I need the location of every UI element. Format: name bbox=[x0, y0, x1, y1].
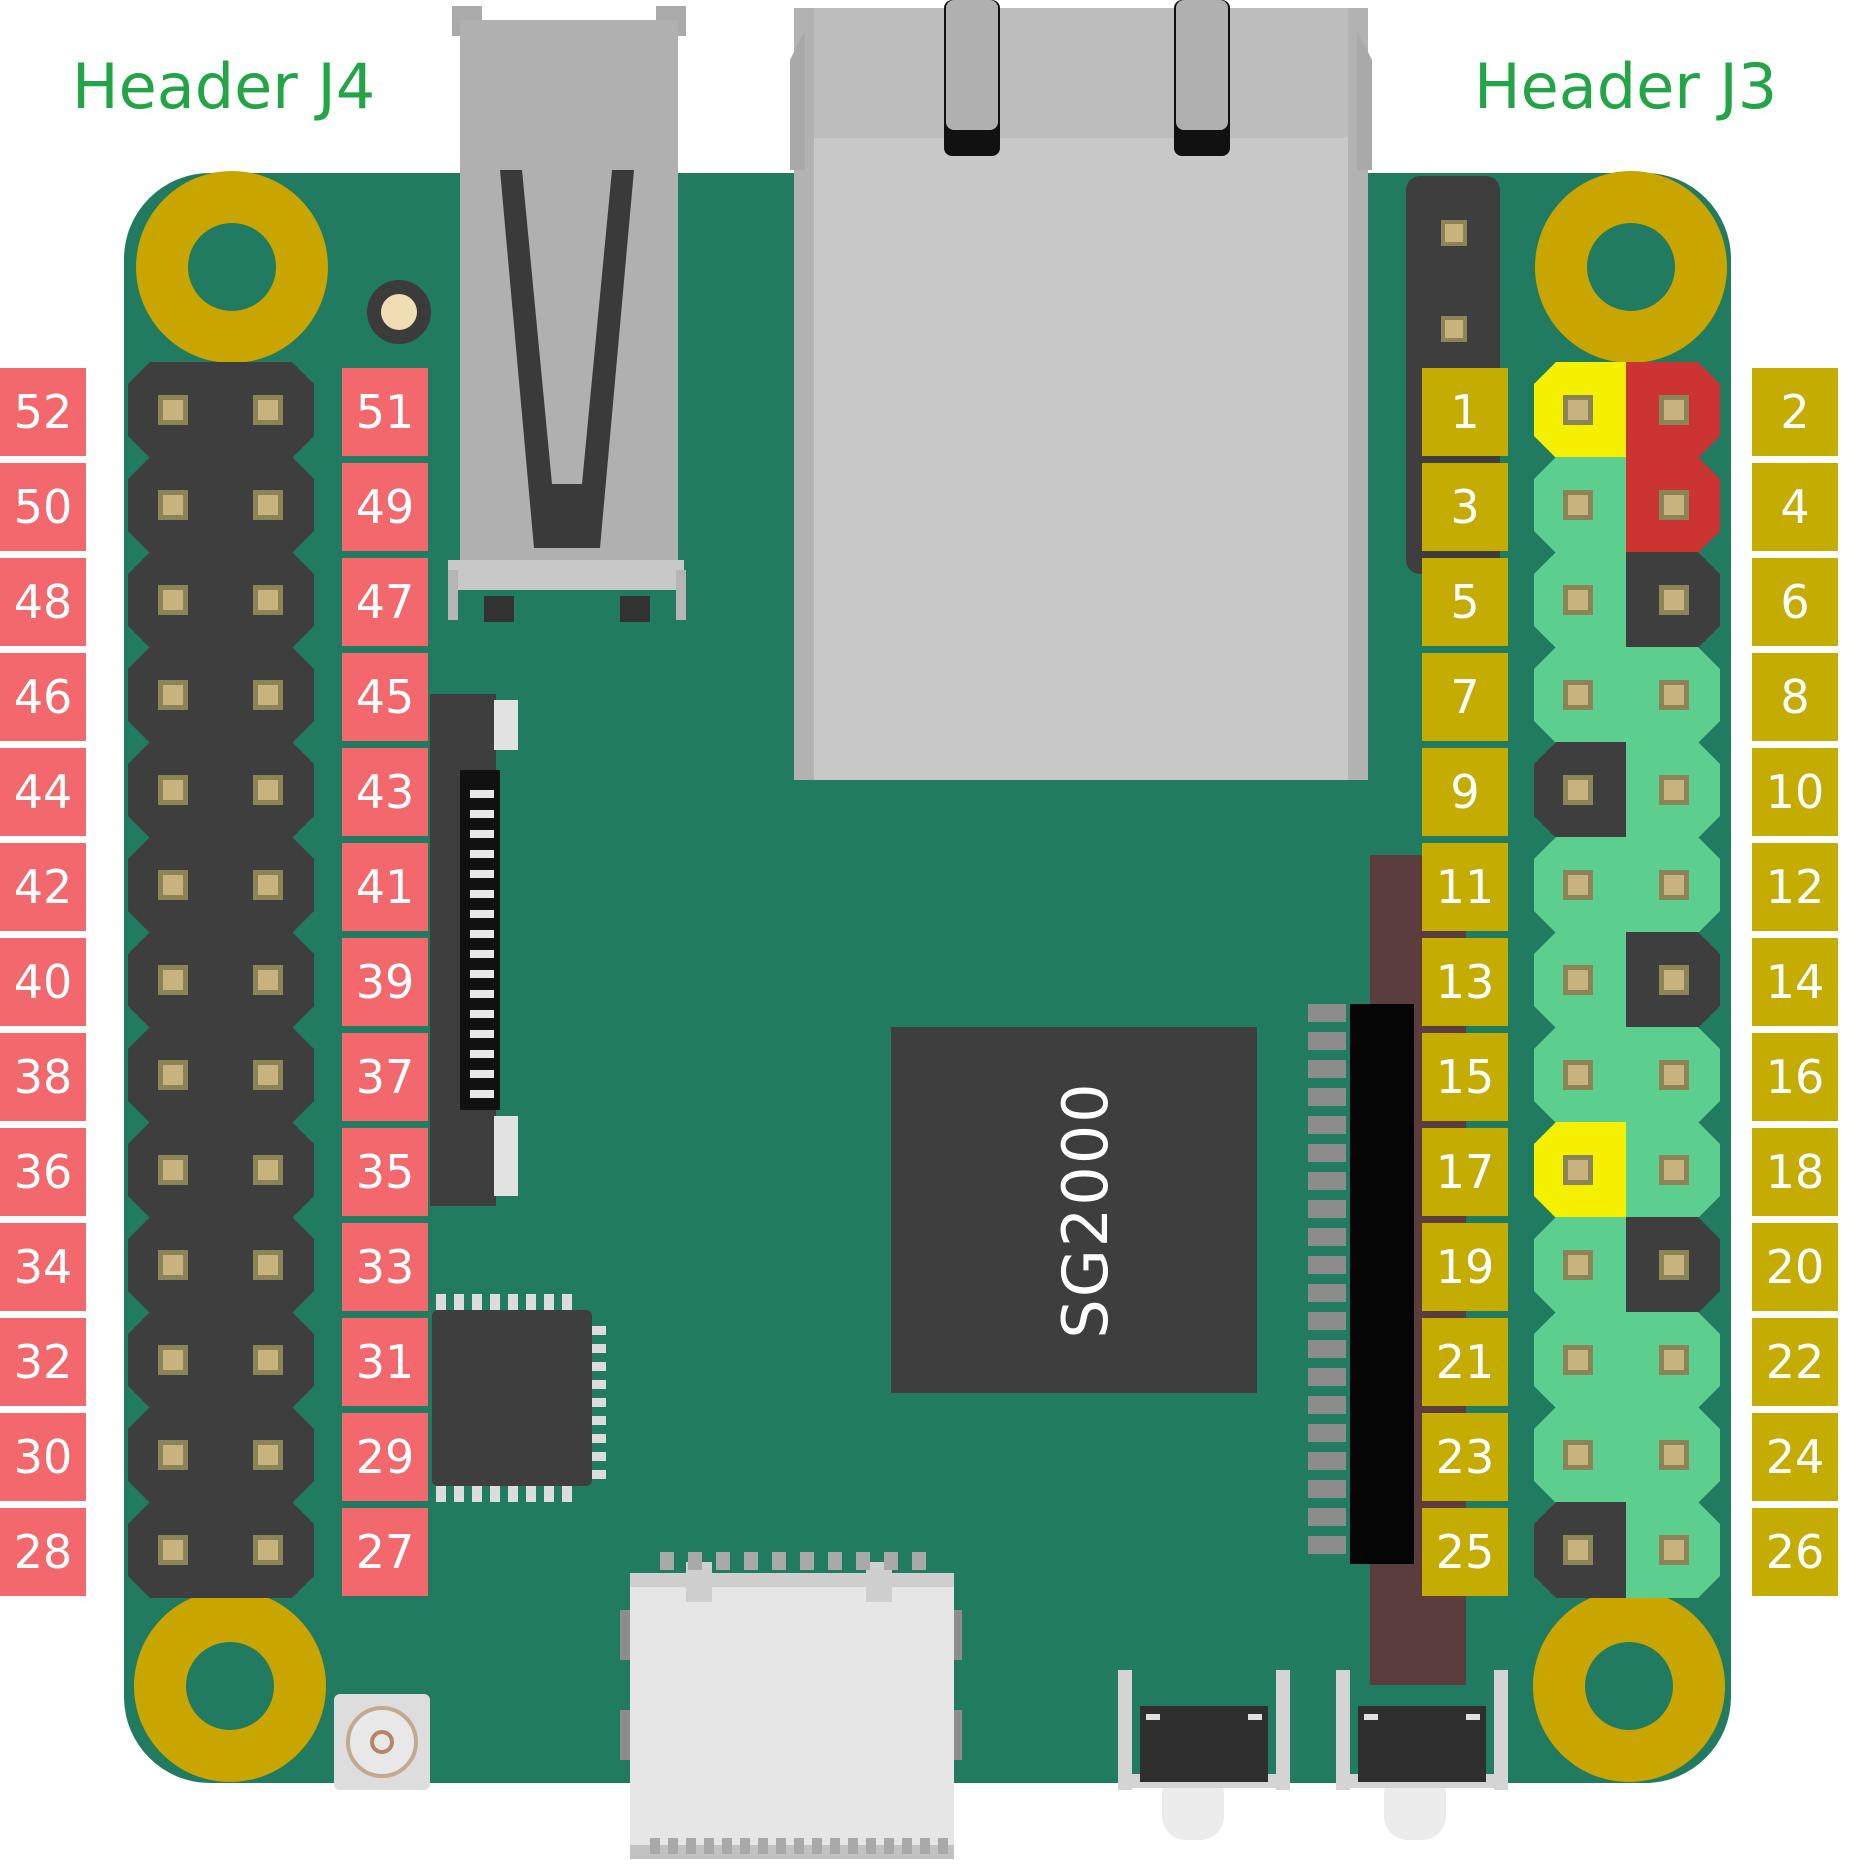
status-led bbox=[367, 280, 431, 344]
j4-pin-label-even: 48 bbox=[0, 558, 86, 646]
j3-pin-label-even: 8 bbox=[1752, 653, 1838, 741]
mounting-hole-bottom-left bbox=[134, 1590, 326, 1782]
j4-row-body bbox=[128, 647, 314, 743]
qfn-chip bbox=[432, 1294, 606, 1502]
mounting-hole-top-right bbox=[1535, 171, 1727, 363]
j4-row-body bbox=[128, 1502, 314, 1598]
j3-pin-label-odd: 21 bbox=[1422, 1318, 1508, 1406]
j4-pin-label-odd: 45 bbox=[342, 653, 428, 741]
j3-pin-label-even: 18 bbox=[1752, 1128, 1838, 1216]
j3-pin-label-even: 26 bbox=[1752, 1508, 1838, 1596]
j4-row-body bbox=[128, 362, 314, 458]
j4-pin-label-odd: 27 bbox=[342, 1508, 428, 1596]
j3-pin-label-even: 14 bbox=[1752, 938, 1838, 1026]
j3-pin-label-odd: 23 bbox=[1422, 1413, 1508, 1501]
usb-a-jack bbox=[448, 6, 686, 622]
j4-row-body bbox=[128, 1217, 314, 1313]
j3-pin-label-odd: 7 bbox=[1422, 653, 1508, 741]
j3-row-body bbox=[1534, 1312, 1720, 1408]
j3-pin-label-odd: 1 bbox=[1422, 368, 1508, 456]
j4-row-body bbox=[128, 457, 314, 553]
mounting-hole-top-left bbox=[136, 171, 328, 363]
j3-pin-label-odd: 19 bbox=[1422, 1223, 1508, 1311]
j3-pin-label-even: 24 bbox=[1752, 1413, 1838, 1501]
header-j3 bbox=[1534, 362, 1720, 1598]
usb-c-jack bbox=[620, 1552, 962, 1859]
j3-pin-label-even: 10 bbox=[1752, 748, 1838, 836]
j4-pin-label-odd: 49 bbox=[342, 463, 428, 551]
j4-pin-label-even: 30 bbox=[0, 1413, 86, 1501]
j3-row-body bbox=[1534, 837, 1720, 933]
j3-pin-label-even: 20 bbox=[1752, 1223, 1838, 1311]
mounting-hole-bottom-right bbox=[1533, 1590, 1725, 1782]
j4-pin-label-even: 36 bbox=[0, 1128, 86, 1216]
j3-pin-label-odd: 9 bbox=[1422, 748, 1508, 836]
j4-pin-label-even: 28 bbox=[0, 1508, 86, 1596]
j3-pin-label-even: 2 bbox=[1752, 368, 1838, 456]
slot-connector bbox=[1308, 855, 1466, 1685]
j4-pin-label-odd: 29 bbox=[342, 1413, 428, 1501]
j4-row-body bbox=[128, 1027, 314, 1123]
soc-label: SG2000 bbox=[1049, 1081, 1122, 1338]
header-j3-title: Header J3 bbox=[1474, 50, 1778, 123]
j3-pin-label-odd: 13 bbox=[1422, 938, 1508, 1026]
j3-row-body bbox=[1534, 647, 1720, 743]
j4-pin-label-even: 44 bbox=[0, 748, 86, 836]
antenna-connector bbox=[334, 1694, 430, 1790]
j4-pin-label-even: 50 bbox=[0, 463, 86, 551]
j4-pin-label-even: 34 bbox=[0, 1223, 86, 1311]
j4-row-body bbox=[128, 837, 314, 933]
j4-row-body bbox=[128, 742, 314, 838]
j3-row-body bbox=[1534, 1407, 1720, 1503]
j4-pin-label-even: 42 bbox=[0, 843, 86, 931]
ethernet-jack bbox=[790, 0, 1372, 780]
j4-row-body bbox=[128, 552, 314, 648]
j4-pin-label-odd: 31 bbox=[342, 1318, 428, 1406]
j4-pin-label-even: 40 bbox=[0, 938, 86, 1026]
j4-row-body bbox=[128, 1312, 314, 1408]
j4-pin-label-odd: 33 bbox=[342, 1223, 428, 1311]
j4-pin-label-even: 32 bbox=[0, 1318, 86, 1406]
soc-chip bbox=[891, 1027, 1257, 1393]
j3-pin-label-odd: 5 bbox=[1422, 558, 1508, 646]
fpc-connector bbox=[430, 694, 518, 1206]
header-j4 bbox=[128, 362, 314, 1598]
j3-row-body bbox=[1534, 1027, 1720, 1123]
j3-pin-label-even: 6 bbox=[1752, 558, 1838, 646]
j4-row-body bbox=[128, 1122, 314, 1218]
j4-pin-label-odd: 47 bbox=[342, 558, 428, 646]
j3-pin-label-odd: 17 bbox=[1422, 1128, 1508, 1216]
j4-pin-label-even: 38 bbox=[0, 1033, 86, 1121]
j4-row-body bbox=[128, 1407, 314, 1503]
j3-pin-label-odd: 3 bbox=[1422, 463, 1508, 551]
j3-pin-label-odd: 15 bbox=[1422, 1033, 1508, 1121]
button-right[interactable] bbox=[1336, 1670, 1508, 1840]
j3-pin-label-even: 12 bbox=[1752, 843, 1838, 931]
j3-pin-label-odd: 11 bbox=[1422, 843, 1508, 931]
header-j4-title: Header J4 bbox=[72, 50, 376, 123]
j4-pin-label-odd: 41 bbox=[342, 843, 428, 931]
button-left[interactable] bbox=[1118, 1670, 1290, 1840]
j4-pin-label-odd: 35 bbox=[342, 1128, 428, 1216]
j4-pin-label-odd: 51 bbox=[342, 368, 428, 456]
j3-pin-label-even: 16 bbox=[1752, 1033, 1838, 1121]
j4-pin-label-even: 52 bbox=[0, 368, 86, 456]
j4-pin-label-odd: 43 bbox=[342, 748, 428, 836]
j4-pin-label-odd: 37 bbox=[342, 1033, 428, 1121]
j3-pin-label-even: 4 bbox=[1752, 463, 1838, 551]
j3-pin-label-odd: 25 bbox=[1422, 1508, 1508, 1596]
j4-row-body bbox=[128, 932, 314, 1028]
j4-pin-label-even: 46 bbox=[0, 653, 86, 741]
j3-pin-label-even: 22 bbox=[1752, 1318, 1838, 1406]
j4-pin-label-odd: 39 bbox=[342, 938, 428, 1026]
